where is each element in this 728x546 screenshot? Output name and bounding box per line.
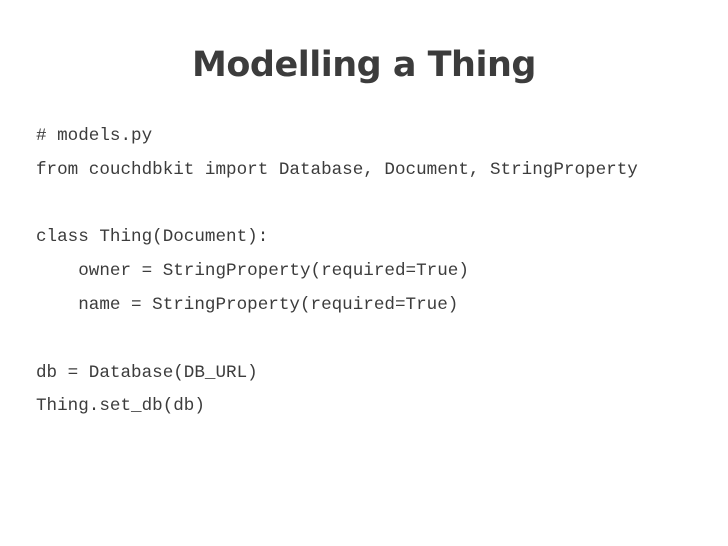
code-block: # models.py from couchdbkit import Datab…: [36, 120, 638, 424]
code-line: owner = StringProperty(required=True): [36, 261, 469, 282]
code-line: name = StringProperty(required=True): [36, 294, 459, 315]
code-line: # models.py: [36, 126, 153, 146]
code-line: class Thing(Document):: [36, 227, 269, 248]
code-line: db = Database(DB_URL): [36, 362, 258, 383]
code-line: [36, 188, 638, 222]
code-line: [36, 323, 638, 357]
slide-title: Modelling a Thing: [192, 45, 536, 85]
code-line: Thing.set_db(db): [36, 396, 205, 417]
code-line: from couchdbkit import Database, Documen…: [36, 159, 638, 180]
